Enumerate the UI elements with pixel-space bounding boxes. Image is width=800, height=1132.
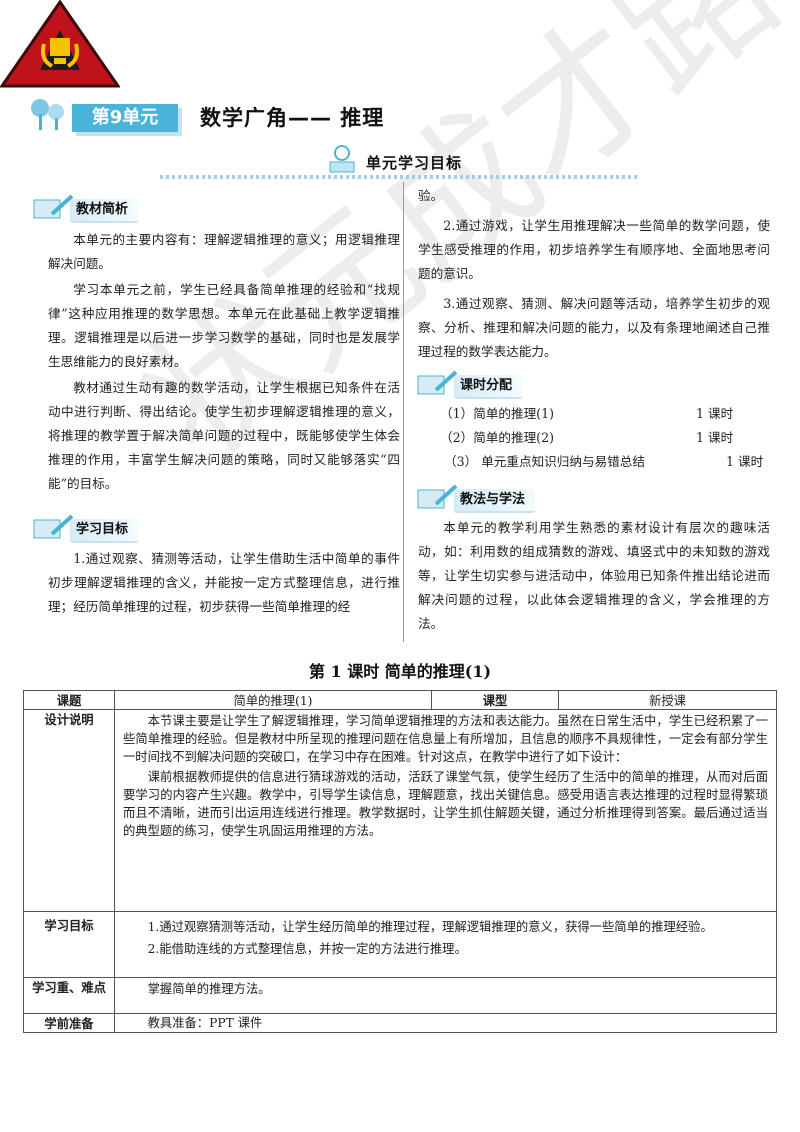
paragraph: 课前根据教师提供的信息进行猜球游戏的活动，活跃了课堂气氛，使学生经历了生活中的简…: [123, 770, 768, 838]
paragraph: 掌握简单的推理方法。: [147, 982, 271, 996]
paragraph: 本节课主要是让学生了解逻辑推理，学习简单逻辑推理的方法和表达能力。虽然在日常生活…: [123, 714, 768, 764]
section-header-schedule: 课时分配: [416, 368, 556, 399]
paragraph: 本单元的主要内容有：理解逻辑推理的意义；用逻辑推理解决问题。: [48, 232, 400, 271]
paragraph: 1.通过观察、猜测等活动，让学生借助生活中简单的事件初步理解逻辑推理的含义，并能…: [48, 551, 400, 614]
lesson-duration: 1 课时: [696, 406, 734, 421]
pen-icon: [417, 370, 458, 395]
lesson-name: （3） 单元重点知识归纳与易错总结: [444, 454, 645, 469]
paragraph: 验。: [418, 188, 444, 203]
table-value: 教具准备：PPT 课件: [114, 1013, 777, 1033]
lesson-title: 第 1 课时 简单的推理(1): [308, 662, 492, 681]
paragraph: 2.能借助连线的方式整理信息，并按一定的方法进行推理。: [147, 942, 467, 956]
table-row: 学前准备 教具准备：PPT 课件: [23, 1013, 777, 1033]
section-label: 学习目标: [70, 519, 139, 543]
paragraph: 教材通过生动有趣的数学活动，让学生根据已知条件在活动中进行判断、得出结论。使学生…: [48, 380, 400, 491]
unit-goals-title: 单元学习目标: [366, 154, 463, 172]
student-reading-icon: [329, 145, 355, 173]
lesson-duration: 1 课时: [726, 454, 764, 469]
textbook-analysis: 本单元的主要内容有：理解逻辑推理的意义；用逻辑推理解决问题。 学习本单元之前，学…: [48, 228, 400, 496]
paragraph: 教具准备：PPT 课件: [147, 1016, 263, 1030]
pen-icon: [417, 484, 458, 509]
table-value: 本节课主要是让学生了解逻辑推理，学习简单逻辑推理的方法和表达能力。虽然在日常生活…: [114, 709, 777, 912]
table-value: 掌握简单的推理方法。: [114, 977, 777, 1014]
lesson-name: （2）简单的推理(2): [440, 430, 555, 445]
table-value: 1.通过观察猜测等活动，让学生经历简单的推理过程，理解逻辑推理的意义，获得一些简…: [114, 911, 777, 978]
teaching-method: 本单元的教学利用学生熟悉的素材设计有层次的趣味活动，如：利用数的组成猜数的游戏、…: [418, 516, 770, 636]
list-item: （3） 单元重点知识归纳与易错总结 1 课时: [444, 450, 780, 474]
table-key: 学习重、难点: [23, 977, 115, 1014]
tree-icon: [31, 99, 64, 130]
banner-divider: [160, 175, 640, 179]
list-item: （2）简单的推理(2) 1 课时: [440, 426, 780, 450]
learning-goals-left: 1.通过观察、猜测等活动，让学生借助生活中简单的事件初步理解逻辑推理的含义，并能…: [48, 547, 400, 619]
lesson-duration: 1 课时: [696, 430, 734, 445]
list-item: （1）简单的推理(1) 1 课时: [440, 402, 780, 426]
table-row: 学习目标 1.通过观察猜测等活动，让学生经历简单的推理过程，理解逻辑推理的意义，…: [23, 911, 777, 978]
learning-goals-right: 验。 2.通过游戏，让学生用推理解决一些简单的数学问题，使学生感受推理的作用，初…: [418, 184, 770, 364]
table-key: 学习目标: [23, 911, 115, 978]
unit-badge: 第9单元: [72, 104, 178, 132]
section-header-goals: 学习目标: [32, 512, 172, 543]
section-header-textbook: 教材简析: [32, 192, 172, 223]
table-value: 简单的推理(1): [114, 690, 432, 710]
column-divider: [403, 182, 404, 642]
publisher-logo: [0, 0, 120, 88]
table-row: 学习重、难点 掌握简单的推理方法。: [23, 977, 777, 1014]
table-row: 设计说明 本节课主要是让学生了解逻辑推理，学习简单逻辑推理的方法和表达能力。虽然…: [23, 709, 777, 912]
paragraph: 3.通过观察、猜测、解决问题等活动，培养学生初步的观察、分析、推理和解决问题的能…: [418, 296, 770, 359]
table-key: 设计说明: [23, 709, 115, 912]
paragraph: 2.通过游戏，让学生用推理解决一些简单的数学问题，使学生感受推理的作用，初步培养…: [418, 218, 770, 281]
paragraph: 1.通过观察猜测等活动，让学生经历简单的推理过程，理解逻辑推理的意义，获得一些简…: [147, 920, 713, 934]
paragraph: 学习本单元之前，学生已经具备简单推理的经验和“找规律”这种应用推理的数学思想。本…: [48, 282, 400, 369]
table-key: 课型: [431, 690, 559, 710]
section-label: 教法与学法: [454, 489, 536, 513]
paragraph: 本单元的教学利用学生熟悉的素材设计有层次的趣味活动，如：利用数的组成猜数的游戏、…: [418, 520, 770, 631]
table-value: 新授课: [558, 690, 777, 710]
section-label: 教材简析: [70, 199, 139, 223]
table-key: 课题: [23, 690, 115, 710]
table-key: 学前准备: [23, 1013, 115, 1033]
section-label: 课时分配: [454, 375, 523, 399]
pen-icon: [33, 514, 74, 539]
schedule-list: （1）简单的推理(1) 1 课时 （2）简单的推理(2) 1 课时 （3） 单元…: [440, 402, 780, 474]
table-row: 课题 简单的推理(1) 课型 新授课: [23, 690, 777, 710]
pen-icon: [33, 194, 74, 219]
lesson-name: （1）简单的推理(1): [440, 406, 555, 421]
section-header-method: 教法与学法: [416, 482, 566, 513]
unit-title: 数学广角—— 推理: [200, 106, 385, 130]
lesson-plan-table: 课题 简单的推理(1) 课型 新授课 设计说明 本节课主要是让学生了解逻辑推理，…: [23, 690, 777, 1033]
